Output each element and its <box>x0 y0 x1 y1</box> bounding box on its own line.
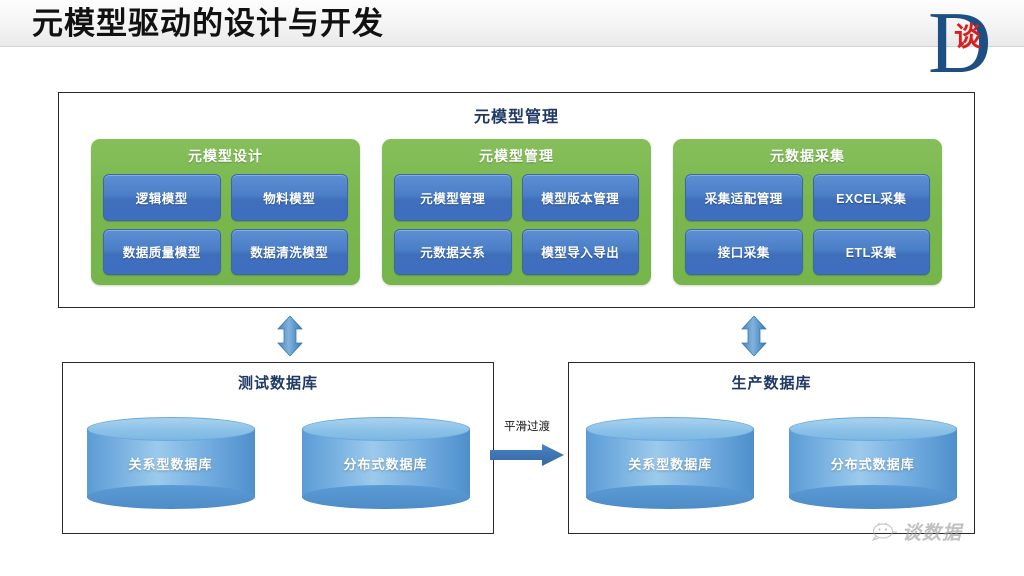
cylinder-relational-db[interactable]: 关系型数据库 <box>86 417 255 509</box>
panel-title: 元模型管理 <box>479 148 554 164</box>
arrow-right-icon <box>490 444 564 466</box>
watermark: 谈数据 <box>872 518 962 545</box>
test-database-panel: 测试数据库 关系型数据库 分布式数据库 <box>62 362 494 534</box>
cylinder-relational-db[interactable]: 关系型数据库 <box>586 417 755 509</box>
button-etl-collection[interactable]: ETL采集 <box>812 228 930 275</box>
page-title: 元模型驱动的设计与开发 <box>32 6 384 41</box>
logo-tan-mark: 谈 <box>954 22 981 52</box>
button-data-quality-model[interactable]: 数据质量模型 <box>103 228 221 275</box>
cylinder-label: 关系型数据库 <box>628 456 713 472</box>
cylinder-row: 关系型数据库 分布式数据库 <box>569 409 974 517</box>
double-arrow-vertical-icon-right <box>741 316 767 356</box>
brand-logo: D 谈 <box>928 0 1010 92</box>
watermark-text: 谈数据 <box>902 523 963 544</box>
button-interface-collection[interactable]: 接口采集 <box>685 228 803 275</box>
double-arrow-vertical-icon-left <box>277 316 303 356</box>
production-database-panel: 生产数据库 关系型数据库 分布式数据库 <box>568 362 975 534</box>
cylinder-top <box>586 417 755 441</box>
cylinder-top <box>86 417 255 441</box>
panel-title: 元数据采集 <box>770 148 845 164</box>
button-excel-collection[interactable]: EXCEL采集 <box>812 174 930 221</box>
panel-metadata-collection[interactable]: 元数据采集 采集适配管理 EXCEL采集 接口采集 ETL采集 <box>673 139 942 285</box>
button-metamodel-management[interactable]: 元模型管理 <box>394 174 512 221</box>
panel-title: 元模型设计 <box>188 148 263 164</box>
wechat-icon <box>872 521 897 541</box>
cylinder-bottom <box>586 485 755 509</box>
button-logic-model[interactable]: 逻辑模型 <box>103 174 221 221</box>
db-panel-title: 生产数据库 <box>731 375 812 392</box>
cylinder-bottom <box>86 485 255 509</box>
metamodel-container-title: 元模型管理 <box>473 109 559 126</box>
db-panel-title: 测试数据库 <box>237 375 318 392</box>
cylinder-label: 关系型数据库 <box>128 456 213 472</box>
button-material-model[interactable]: 物料模型 <box>230 174 348 221</box>
panel-button-grid: 采集适配管理 EXCEL采集 接口采集 ETL采集 <box>685 174 930 275</box>
metamodel-panel-row: 元模型设计 逻辑模型 物料模型 数据质量模型 数据清洗模型 元模型管理 元模型管… <box>91 139 942 285</box>
cylinder-top <box>301 417 470 441</box>
panel-metamodel-management[interactable]: 元模型管理 元模型管理 模型版本管理 元数据关系 模型导入导出 <box>382 139 651 285</box>
cylinder-bottom <box>301 485 470 509</box>
logo-letter-d: D <box>928 0 992 92</box>
button-collection-adapter-management[interactable]: 采集适配管理 <box>685 174 803 221</box>
cylinder-distributed-db[interactable]: 分布式数据库 <box>301 417 470 509</box>
cylinder-bottom <box>788 485 957 509</box>
cylinder-top <box>788 417 957 441</box>
cylinder-label: 分布式数据库 <box>343 456 428 472</box>
button-model-version-management[interactable]: 模型版本管理 <box>521 174 639 221</box>
button-data-cleansing-model[interactable]: 数据清洗模型 <box>230 228 348 275</box>
transition-label: 平滑过渡 <box>504 421 550 433</box>
cylinder-distributed-db[interactable]: 分布式数据库 <box>788 417 957 509</box>
cylinder-row: 关系型数据库 分布式数据库 <box>63 409 493 517</box>
metamodel-management-container: 元模型管理 元模型设计 逻辑模型 物料模型 数据质量模型 数据清洗模型 元模型管… <box>58 92 975 308</box>
cylinder-label: 分布式数据库 <box>830 456 915 472</box>
panel-button-grid: 元模型管理 模型版本管理 元数据关系 模型导入导出 <box>394 174 639 275</box>
transition-connector: 平滑过渡 <box>490 418 564 470</box>
panel-button-grid: 逻辑模型 物料模型 数据质量模型 数据清洗模型 <box>103 174 348 275</box>
slide-header: 元模型驱动的设计与开发 <box>0 0 1024 47</box>
panel-metamodel-design[interactable]: 元模型设计 逻辑模型 物料模型 数据质量模型 数据清洗模型 <box>91 139 360 285</box>
button-metadata-relation[interactable]: 元数据关系 <box>394 228 512 275</box>
button-model-import-export[interactable]: 模型导入导出 <box>521 228 639 275</box>
